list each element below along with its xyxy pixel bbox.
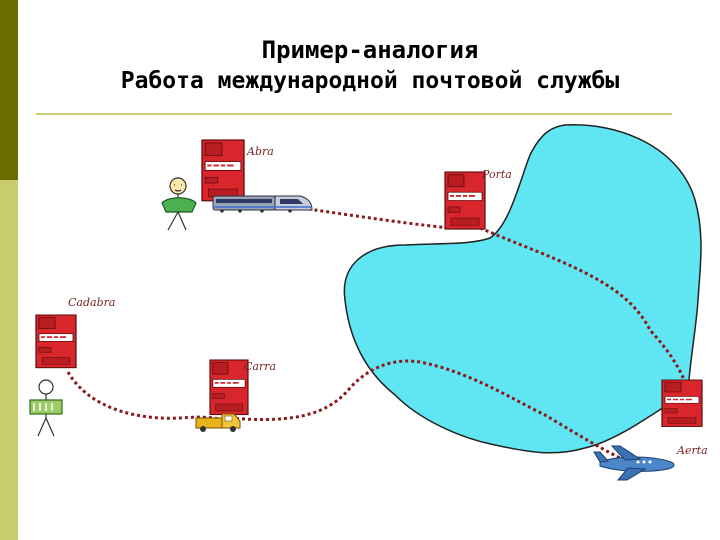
city-label-porta: Porta <box>481 168 512 181</box>
person-icon <box>29 379 63 437</box>
slide-title: Пример-аналогия <box>261 36 479 64</box>
train-icon <box>212 195 313 213</box>
mailbox-icon <box>661 379 703 428</box>
sidebar-bar-dark <box>0 0 18 180</box>
mailbox-icon <box>35 314 77 369</box>
mailbox-icon <box>200 138 246 202</box>
mailbox-icon <box>209 359 249 416</box>
person-icon <box>161 177 197 231</box>
sidebar-bar-light <box>0 180 18 540</box>
city-label-aerta: Aerta <box>676 444 708 457</box>
title-underline <box>36 113 672 115</box>
route-cadabra-carra <box>66 371 226 422</box>
route-porta-aerta <box>479 226 687 383</box>
route-abra-porta <box>242 198 451 230</box>
slide-subtitle: Работа международной почтовой службы <box>120 68 620 94</box>
route-carra-aerta <box>229 359 621 460</box>
city-label-abra: Abra <box>246 145 274 158</box>
truck-icon <box>195 413 241 432</box>
city-label-carra: Carra <box>244 360 276 373</box>
airplane-icon <box>593 445 675 481</box>
lake-shape <box>343 124 702 454</box>
city-label-cadabra: Cadabra <box>68 296 115 309</box>
mailbox-icon <box>444 171 486 231</box>
